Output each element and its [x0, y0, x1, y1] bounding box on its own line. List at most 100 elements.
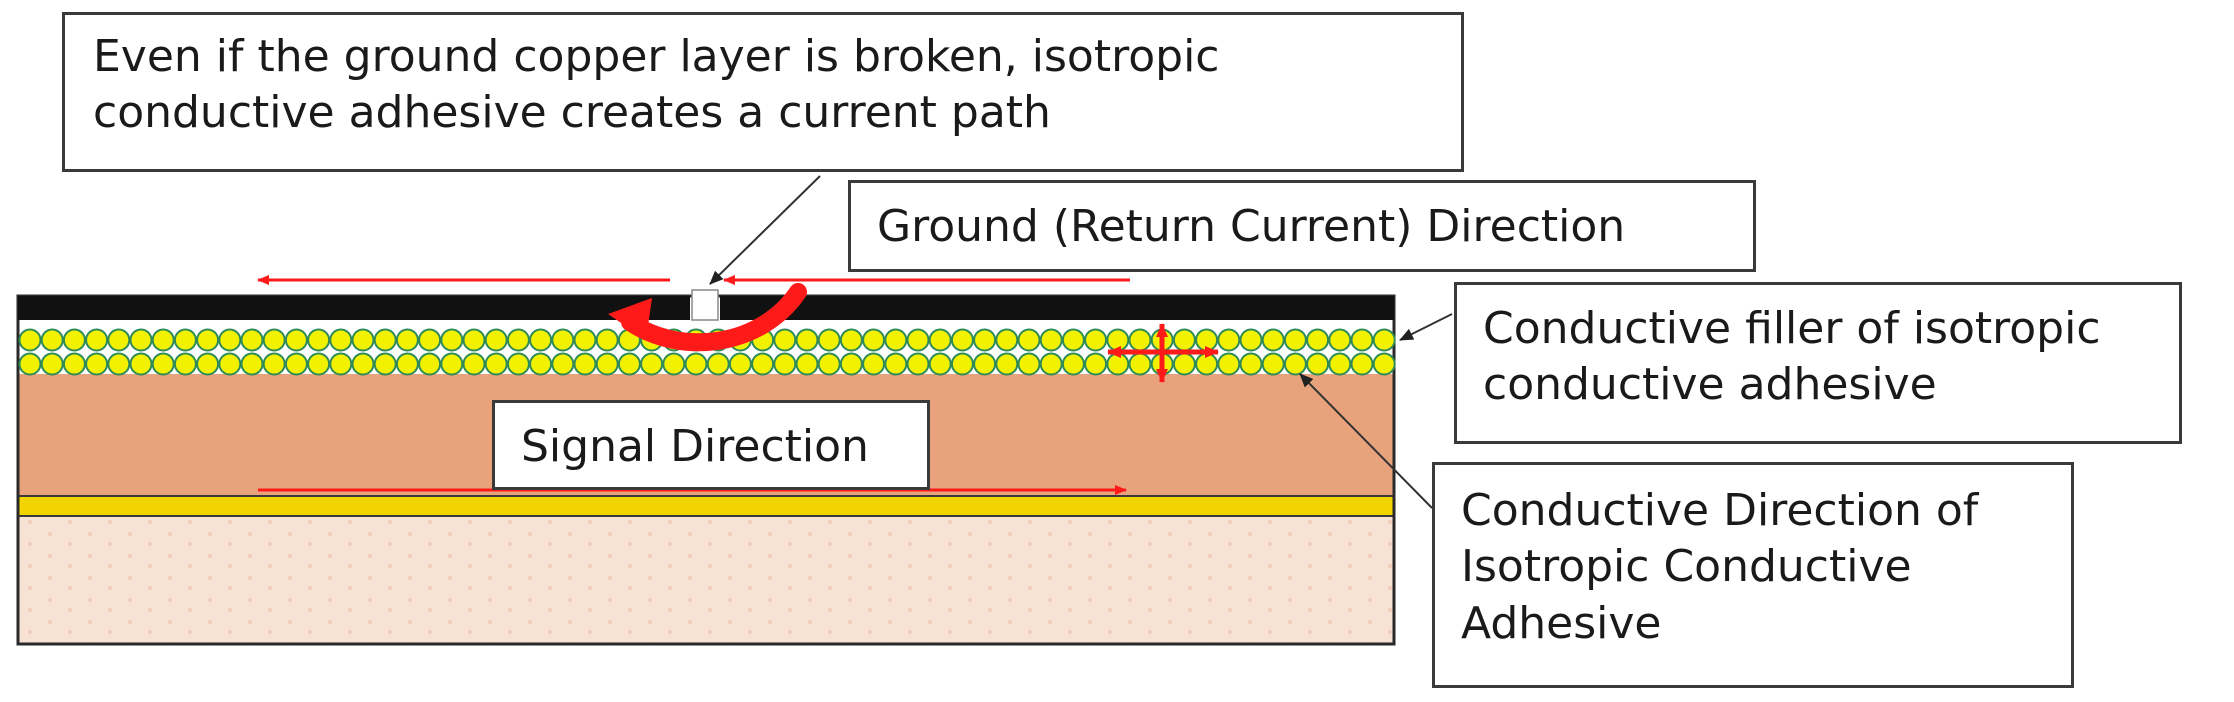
filler-particle	[928, 352, 952, 376]
callout-filler-line-1: Conductive filler of isotropic	[1483, 303, 2101, 354]
leader-line-conductive-direction	[1299, 373, 1433, 509]
filler-particle	[529, 328, 553, 352]
filler-particle	[817, 328, 841, 352]
filler-particle	[862, 352, 886, 376]
filler-particle	[595, 352, 619, 376]
filler-particle	[1306, 328, 1330, 352]
filler-particle	[218, 352, 242, 376]
filler-particle	[839, 328, 863, 352]
filler-particle	[795, 328, 819, 352]
filler-particle	[1283, 352, 1307, 376]
filler-particle	[506, 328, 530, 352]
filler-particle	[995, 328, 1019, 352]
filler-particle	[1283, 328, 1307, 352]
filler-particle	[418, 352, 442, 376]
callout-filler-line-2: conductive adhesive	[1483, 359, 1937, 411]
filler-particle	[129, 328, 153, 352]
filler-particle	[262, 352, 286, 376]
filler-particle	[85, 328, 109, 352]
filler-particle	[418, 328, 442, 352]
filler-particle	[950, 328, 974, 352]
filler-particle	[62, 352, 86, 376]
filler-particle	[1039, 352, 1063, 376]
filler-particle	[1084, 328, 1108, 352]
callout-ground-return-direction: Ground (Return Current) Direction	[848, 180, 1756, 272]
filler-particle	[373, 328, 397, 352]
filler-particle	[573, 352, 597, 376]
filler-particle	[1350, 328, 1374, 352]
filler-particle	[817, 352, 841, 376]
callout-signal-direction: Signal Direction	[492, 400, 930, 490]
filler-particle	[551, 328, 575, 352]
filler-particle	[995, 352, 1019, 376]
filler-particle	[40, 352, 64, 376]
filler-particle	[484, 352, 508, 376]
filler-particle	[18, 352, 42, 376]
filler-particle	[1217, 352, 1241, 376]
filler-particle	[795, 352, 819, 376]
filler-particle	[1372, 352, 1396, 376]
filler-particle	[351, 328, 375, 352]
filler-particle	[884, 328, 908, 352]
filler-particle	[284, 352, 308, 376]
filler-particle	[240, 352, 264, 376]
filler-particle	[1061, 328, 1085, 352]
filler-particle	[906, 352, 930, 376]
filler-particle	[85, 352, 109, 376]
filler-particle	[773, 328, 797, 352]
filler-particle	[773, 352, 797, 376]
filler-particle	[440, 352, 464, 376]
filler-particle	[1195, 328, 1219, 352]
ground-copper-layer-right	[720, 296, 1394, 320]
ground-copper-layer-left	[18, 296, 690, 320]
filler-particle	[950, 352, 974, 376]
callout-broken-layer-line-2: conductive adhesive creates a current pa…	[93, 87, 1051, 139]
filler-particle	[151, 328, 175, 352]
filler-particle	[351, 352, 375, 376]
filler-particle	[551, 352, 575, 376]
filler-particle	[884, 352, 908, 376]
filler-particle	[1128, 352, 1152, 376]
filler-particle	[973, 352, 997, 376]
filler-particle	[617, 352, 641, 376]
filler-particle	[151, 352, 175, 376]
filler-particle	[40, 328, 64, 352]
filler-particle	[262, 328, 286, 352]
callout-ground-return-text: Ground (Return Current) Direction	[877, 201, 1626, 252]
filler-particle	[506, 352, 530, 376]
filler-particle	[1239, 352, 1263, 376]
isotropic-conduction-arrows	[1107, 323, 1219, 383]
filler-particle	[107, 352, 131, 376]
filler-particle	[18, 328, 42, 352]
filler-particle	[1217, 328, 1241, 352]
filler-particle	[173, 328, 197, 352]
current-bypass-arrow	[621, 283, 807, 352]
filler-particle	[196, 352, 220, 376]
filler-particle	[307, 328, 331, 352]
filler-particle	[440, 328, 464, 352]
filler-particle	[329, 328, 353, 352]
filler-particle	[1039, 328, 1063, 352]
leader-line-filler	[1399, 313, 1453, 341]
filler-particle	[307, 352, 331, 376]
filler-particle	[107, 328, 131, 352]
filler-particle	[62, 328, 86, 352]
filler-particle	[1372, 328, 1396, 352]
filler-particle	[728, 352, 752, 376]
callout-conductive-direction: Conductive Direction of Isotropic Conduc…	[1432, 462, 2074, 688]
filler-particle	[240, 328, 264, 352]
filler-particle	[862, 328, 886, 352]
filler-particle	[1017, 352, 1041, 376]
filler-particle	[573, 328, 597, 352]
filler-particle	[1106, 352, 1130, 376]
filler-particle	[329, 352, 353, 376]
filler-particle	[1017, 328, 1041, 352]
callout-conductive-filler: Conductive filler of isotropic conductiv…	[1454, 282, 2182, 444]
filler-particle	[529, 352, 553, 376]
filler-particle	[595, 328, 619, 352]
filler-particle	[1061, 352, 1085, 376]
filler-particle	[1084, 352, 1108, 376]
filler-particle	[1172, 352, 1196, 376]
substrate-layer	[18, 516, 1394, 644]
